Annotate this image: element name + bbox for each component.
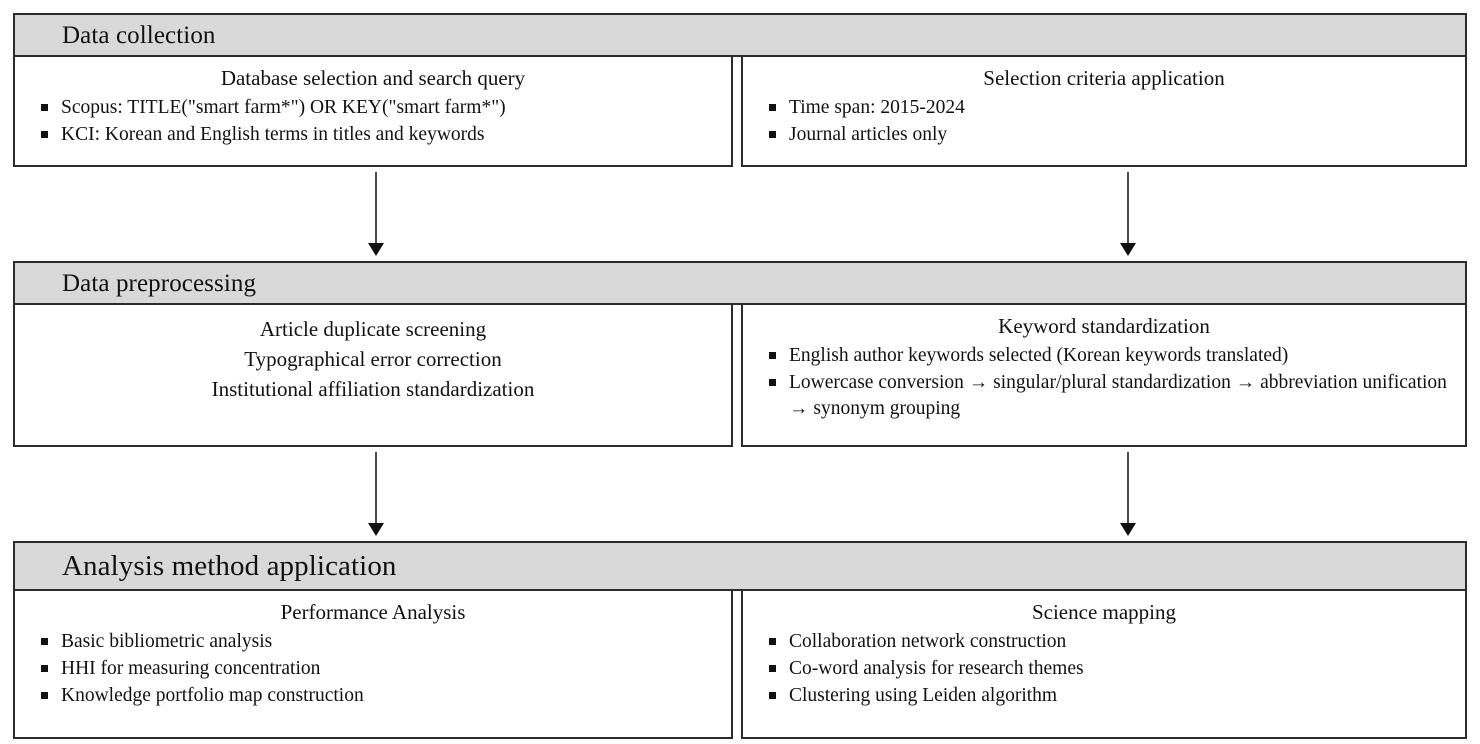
panel-database-selection: Database selection and search query Scop… xyxy=(13,57,733,167)
stage-data-collection: Data collection Database selection and s… xyxy=(13,13,1467,167)
list-item: Basic bibliometric analysis xyxy=(39,629,717,655)
panel-title-performance-analysis: Performance Analysis xyxy=(280,600,466,624)
arrow-shaft xyxy=(375,172,377,243)
panel-line: Typographical error correction xyxy=(244,346,502,371)
stage-data-preprocessing: Data preprocessing Article duplicate scr… xyxy=(13,261,1467,447)
stage-body-data-preprocessing: Article duplicate screening Typographica… xyxy=(13,305,1467,447)
list-item: HHI for measuring concentration xyxy=(39,656,717,682)
list-item: English author keywords selected (Korean… xyxy=(767,343,1451,369)
stage-body-analysis-method: Performance Analysis Basic bibliometric … xyxy=(13,591,1467,739)
panel-performance-analysis: Performance Analysis Basic bibliometric … xyxy=(13,591,733,739)
panel-line: Institutional affiliation standardizatio… xyxy=(211,376,535,401)
panel-title-keyword-standardization: Keyword standardization xyxy=(998,314,1210,338)
arrow-shaft xyxy=(1127,452,1129,523)
arrow-collection-to-preprocessing-left xyxy=(368,172,384,256)
panel-article-screening: Article duplicate screening Typographica… xyxy=(13,305,733,447)
bullet-list-selection-criteria: Time span: 2015-2024 Journal articles on… xyxy=(743,95,1465,149)
list-item: Journal articles only xyxy=(767,122,1451,148)
list-item: Lowercase conversion → singular/plural s… xyxy=(767,370,1451,423)
arrow-collection-to-preprocessing-right xyxy=(1120,172,1136,256)
list-item: Scopus: TITLE("smart farm*") OR KEY("sma… xyxy=(39,95,717,121)
bullet-list-science-mapping: Collaboration network construction Co-wo… xyxy=(743,629,1465,710)
panel-title-science-mapping: Science mapping xyxy=(1031,600,1177,624)
stage-analysis-method: Analysis method application Performance … xyxy=(13,541,1467,739)
stage-header-data-collection: Data collection xyxy=(13,13,1467,57)
panel-title-database-selection: Database selection and search query xyxy=(220,66,526,90)
list-item: Collaboration network construction xyxy=(767,629,1451,655)
stage-title-data-collection: Data collection xyxy=(62,21,216,49)
list-item: Time span: 2015-2024 xyxy=(767,95,1451,121)
bullet-list-performance-analysis: Basic bibliometric analysis HHI for meas… xyxy=(15,629,731,710)
panel-line: Article duplicate screening xyxy=(259,317,487,341)
down-arrow-icon xyxy=(368,243,384,256)
down-arrow-icon xyxy=(368,523,384,536)
down-arrow-icon xyxy=(1120,243,1136,256)
list-item: Clustering using Leiden algorithm xyxy=(767,683,1451,709)
arrow-preprocessing-to-analysis-right xyxy=(1120,452,1136,536)
stage-header-data-preprocessing: Data preprocessing xyxy=(13,261,1467,305)
stage-body-data-collection: Database selection and search query Scop… xyxy=(13,57,1467,167)
panel-title-selection-criteria: Selection criteria application xyxy=(983,66,1225,90)
list-item: Co-word analysis for research themes xyxy=(767,656,1451,682)
arrow-shaft xyxy=(375,452,377,523)
bullet-list-keyword-standardization: English author keywords selected (Korean… xyxy=(743,343,1465,423)
arrow-shaft xyxy=(1127,172,1129,243)
panel-keyword-standardization: Keyword standardization English author k… xyxy=(741,305,1467,447)
stage-header-analysis-method: Analysis method application xyxy=(13,541,1467,591)
bullet-list-database-selection: Scopus: TITLE("smart farm*") OR KEY("sma… xyxy=(15,95,731,149)
panel-selection-criteria: Selection criteria application Time span… xyxy=(741,57,1467,167)
stage-title-analysis-method: Analysis method application xyxy=(62,549,397,582)
panel-lines-article-screening: Article duplicate screening Typographica… xyxy=(15,315,731,404)
list-item: KCI: Korean and English terms in titles … xyxy=(39,122,717,148)
down-arrow-icon xyxy=(1120,523,1136,536)
list-item: Knowledge portfolio map construction xyxy=(39,683,717,709)
stage-title-data-preprocessing: Data preprocessing xyxy=(62,269,257,297)
arrow-preprocessing-to-analysis-left xyxy=(368,452,384,536)
panel-science-mapping: Science mapping Collaboration network co… xyxy=(741,591,1467,739)
